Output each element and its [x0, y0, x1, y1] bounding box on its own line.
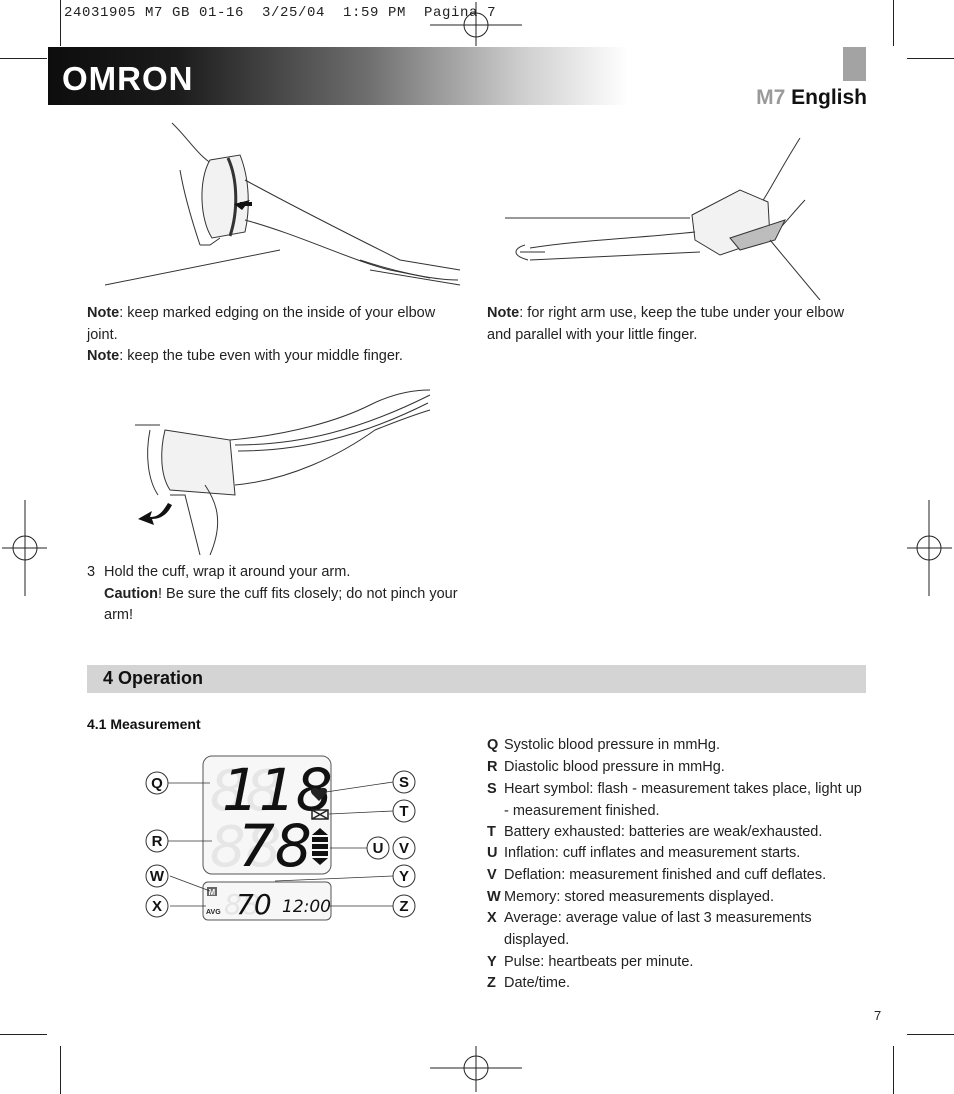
note-text: : keep the tube even with your middle fi… — [119, 348, 403, 364]
step-number: 3 — [87, 564, 96, 580]
callout-v: V — [399, 840, 409, 857]
legend-text: Average: average value of last 3 measure… — [504, 910, 812, 948]
crop-mark — [907, 58, 954, 59]
legend-text: Systolic blood pressure in mmHg. — [504, 737, 720, 753]
callout-z: Z — [399, 898, 408, 915]
main-display-panel — [202, 755, 332, 875]
legend-item: Y Pulse: heartbeats per minute. — [487, 952, 864, 974]
callout-t: T — [399, 803, 408, 820]
crop-mark — [0, 58, 47, 59]
note-label: Note — [487, 305, 520, 321]
legend-text: Inflation: cuff inflates and measurement… — [504, 845, 801, 861]
legend-key: U — [487, 845, 498, 861]
legend-text: Pulse: heartbeats per minute. — [504, 954, 694, 970]
note-text: : keep marked edging on the inside of yo… — [87, 305, 436, 343]
legend-key: W — [487, 889, 501, 905]
section-bar — [87, 665, 866, 693]
note-label: Note — [87, 348, 120, 364]
legend-item: T Battery exhausted: batteries are weak/e… — [487, 822, 864, 844]
legend-item: S Heart symbol: flash - measurement takes… — [487, 779, 864, 822]
callout-s: S — [399, 774, 409, 791]
legend-item: X Average: average value of last 3 measur… — [487, 908, 864, 951]
leader-lines — [168, 781, 394, 907]
avg-label: AVG — [206, 909, 221, 916]
legend-key: R — [487, 759, 498, 775]
arm-cuff-illustration-left — [104, 122, 461, 286]
callout-r: R — [152, 833, 163, 850]
omron-logo: OMRON — [62, 60, 194, 97]
ghost-pulse: 88 — [224, 888, 260, 921]
deflation-bars-icon — [312, 851, 328, 856]
legend-item: R Diastolic blood pressure in mmHg. — [487, 757, 864, 779]
legend-text: Battery exhausted: batteries are weak/ex… — [504, 824, 823, 840]
crop-mark — [0, 1034, 47, 1035]
page-tab — [843, 47, 866, 81]
callout-w: W — [150, 868, 165, 885]
ghost-digits: 88 — [210, 815, 281, 880]
note-text: : for right arm use, keep the tube under… — [487, 305, 845, 343]
note-left-1: Note: keep marked edging on the inside o… — [87, 303, 457, 346]
callout-u: U — [373, 840, 384, 857]
section-title: 4 Operation — [103, 668, 204, 688]
callout-x: X — [152, 898, 162, 915]
lower-display-panel — [202, 881, 332, 921]
note-label: Note — [87, 305, 120, 321]
battery-icon — [311, 809, 329, 820]
language-name: English — [791, 86, 867, 109]
caution-text: ! Be sure the cuff fits closely; do not … — [104, 585, 458, 624]
monitor-display-diagram: 88 88 118 78 M AVG 88 70 12:00 — [145, 755, 416, 921]
pulse-value: 70 — [236, 888, 272, 921]
page-number: 7 — [874, 1008, 882, 1023]
legend-key: S — [487, 781, 497, 797]
crop-mark — [60, 0, 61, 46]
legend-text: Deflation: measurement finished and cuff… — [504, 867, 827, 883]
legend-key: T — [487, 824, 496, 840]
note-right: Note: for right arm use, keep the tube u… — [487, 303, 857, 346]
legend-item: U Inflation: cuff inflates and measuremen… — [487, 843, 864, 865]
arm-cuff-illustration-right — [505, 137, 821, 300]
curved-arrow-icon — [138, 503, 172, 525]
memory-icon: M — [209, 888, 216, 897]
crop-mark — [907, 1034, 954, 1035]
legend-text: Heart symbol: flash - measurement takes … — [504, 781, 862, 819]
heart-icon — [310, 787, 328, 801]
inflation-arrow-icon — [312, 828, 328, 835]
crop-mark — [893, 0, 894, 46]
memory-icon-box — [207, 887, 217, 896]
crop-mark — [60, 1046, 61, 1094]
legend-key: Y — [487, 954, 497, 970]
model-language-title: M7 English — [756, 86, 867, 110]
callout-y: Y — [399, 868, 409, 885]
legend-text: Diastolic blood pressure in mmHg. — [504, 759, 725, 775]
deflation-arrow-icon — [312, 858, 328, 865]
legend-text: Memory: stored measurements displayed. — [504, 889, 774, 905]
step-3: 3 Hold the cuff, wrap it around your arm… — [87, 562, 467, 627]
step-text: Hold the cuff, wrap it around your arm. — [104, 564, 351, 580]
legend-text: Date/time. — [504, 975, 571, 991]
print-header: 24031905 M7 GB 01-16 3/25/04 1:59 PM Pag… — [64, 5, 497, 21]
legend-item: Z Date/time. — [487, 973, 864, 995]
note-left-2: Note: keep the tube even with your middl… — [87, 346, 457, 368]
cuff-wrapping-illustration — [135, 389, 431, 556]
legend-item: V Deflation: measurement finished and cuf… — [487, 865, 864, 887]
subsection-title: 4.1 Measurement — [87, 716, 201, 732]
legend-key: V — [487, 867, 497, 883]
legend-key: X — [487, 910, 497, 926]
legend-key: Q — [487, 737, 499, 753]
header-banner — [48, 47, 628, 105]
legend-item: Q Systolic blood pressure in mmHg. — [487, 735, 864, 757]
time-value: 12:00 — [282, 897, 331, 917]
legend-key: Z — [487, 975, 496, 991]
diastolic-value: 78 — [238, 812, 312, 880]
ghost-digits: 88 — [210, 759, 281, 824]
caution-label: Caution — [104, 585, 158, 602]
caution: Caution! Be sure the cuff fits closely; … — [104, 584, 467, 627]
crop-mark — [893, 1046, 894, 1094]
callout-q: Q — [151, 775, 163, 792]
model-name: M7 — [756, 86, 786, 109]
